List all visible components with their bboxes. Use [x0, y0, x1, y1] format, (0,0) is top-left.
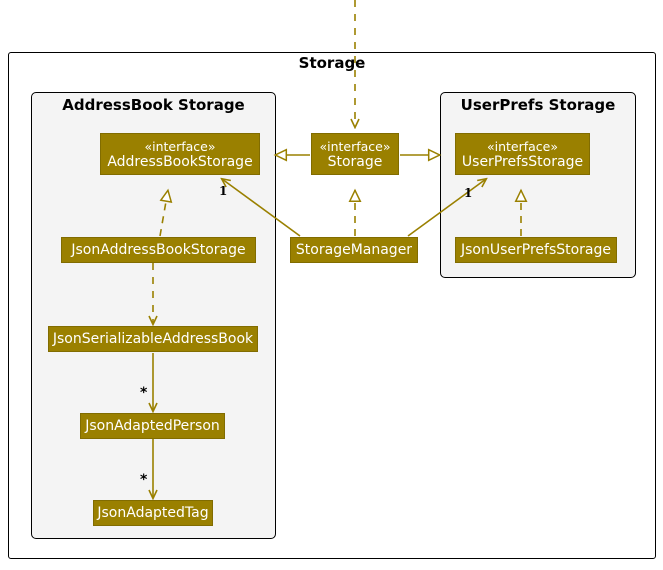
class-name: AddressBookStorage: [107, 153, 253, 170]
edge-label-multiplicity-addressbook: 1: [219, 184, 228, 198]
class-node-addressbookstorage[interactable]: «interface» AddressBookStorage: [100, 133, 260, 175]
package-storage-title: Storage: [298, 54, 366, 72]
stereotype-label: «interface»: [319, 138, 391, 154]
class-name: JsonAddressBookStorage: [71, 242, 246, 258]
class-node-jsonadaptedtag[interactable]: JsonAdaptedTag: [93, 500, 213, 526]
class-node-jsonaddressbookstorage[interactable]: JsonAddressBookStorage: [61, 237, 256, 263]
class-name: JsonUserPrefsStorage: [460, 242, 612, 258]
edge-label-multiplicity-userprefs: 1: [464, 186, 473, 200]
stereotype-label: «interface»: [144, 138, 216, 154]
class-node-jsonserializableaddressbook[interactable]: JsonSerializableAddressBook: [48, 326, 258, 352]
class-node-userprefsstorage[interactable]: «interface» UserPrefsStorage: [455, 133, 590, 175]
class-name: UserPrefsStorage: [461, 153, 584, 170]
class-name: StorageManager: [295, 242, 413, 258]
class-node-jsonadaptedperson[interactable]: JsonAdaptedPerson: [80, 413, 225, 439]
class-name: JsonAdaptedPerson: [85, 418, 220, 434]
stereotype-label: «interface»: [486, 138, 559, 154]
class-name: JsonAdaptedTag: [97, 505, 209, 521]
class-name: Storage: [327, 153, 383, 170]
class-node-storage[interactable]: «interface» Storage: [311, 133, 399, 175]
class-node-jsonuserprefsstorage[interactable]: JsonUserPrefsStorage: [455, 237, 617, 263]
class-node-storagemanager[interactable]: StorageManager: [290, 237, 418, 263]
edge-label-multiplicity-person: *: [140, 385, 148, 401]
edge-label-multiplicity-tag: *: [140, 472, 148, 488]
class-name: JsonSerializableAddressBook: [52, 331, 254, 347]
package-userprefs-storage-title: UserPrefs Storage: [460, 96, 616, 114]
package-addressbook-storage-title: AddressBook Storage: [62, 96, 245, 114]
